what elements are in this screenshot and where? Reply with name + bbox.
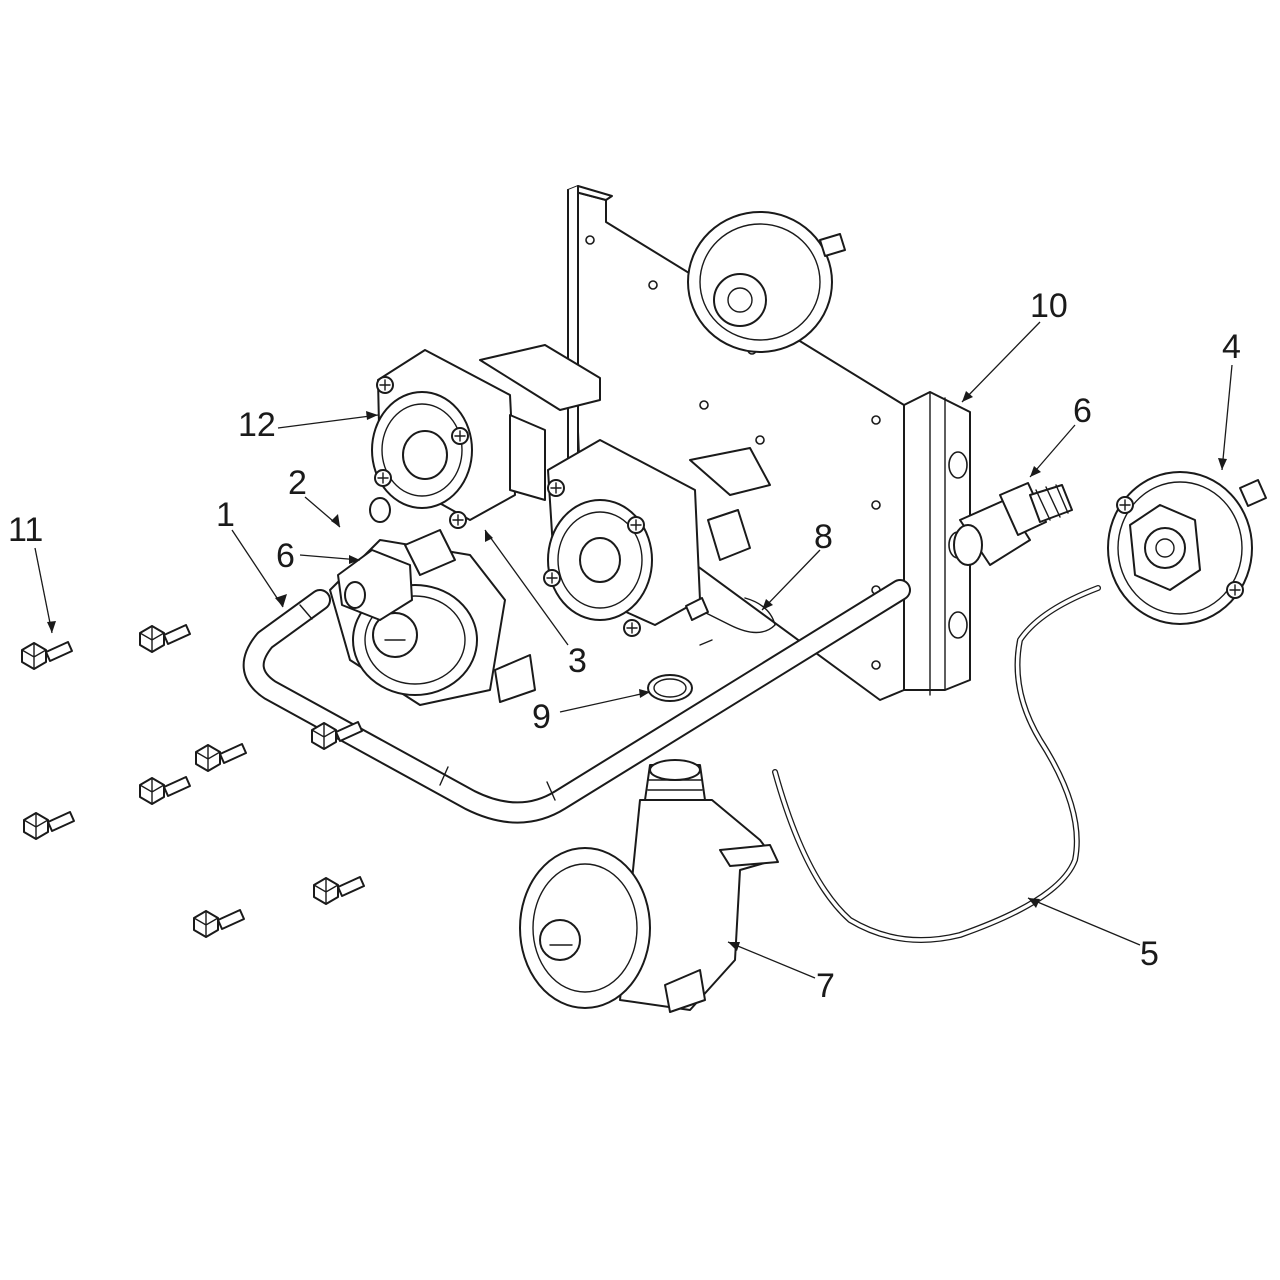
callout-10: 10 [1030, 287, 1068, 325]
callout-1: 1 [216, 496, 235, 534]
o-ring [647, 674, 693, 702]
callout-8: 8 [814, 518, 833, 556]
upper-valve [369, 344, 601, 529]
tube-loop [242, 579, 911, 824]
loose-bolts [21, 624, 365, 938]
flexible-hose [772, 585, 1101, 943]
bolt-6 [23, 811, 75, 840]
callout-3: 3 [568, 642, 587, 680]
bolt-5 [139, 776, 191, 805]
callout-11: 11 [8, 511, 43, 549]
loose-filter [1107, 471, 1267, 625]
outlet-fitting [953, 482, 1073, 566]
rear-filter [687, 211, 846, 353]
bolt-2 [139, 624, 191, 653]
lower-right-valve [543, 439, 771, 637]
bolt-1 [21, 641, 73, 670]
callout-6-left: 6 [276, 537, 295, 575]
leader-lines [34, 321, 1233, 979]
callouts: 1 2 3 4 5 6 6 7 8 9 10 11 12 [8, 287, 1241, 1005]
callout-2: 2 [288, 464, 307, 502]
callout-9: 9 [532, 698, 551, 736]
bolt-7 [313, 876, 365, 905]
bolt-4 [195, 743, 247, 772]
sensor-wire [685, 597, 776, 646]
callout-4: 4 [1222, 328, 1241, 366]
callout-12: 12 [238, 406, 276, 444]
callout-7: 7 [816, 967, 835, 1005]
callout-5: 5 [1140, 935, 1159, 973]
bolt-8 [193, 909, 245, 938]
regulator-body [329, 529, 536, 706]
callout-6-right: 6 [1073, 392, 1092, 430]
separate-valve-body [519, 759, 779, 1013]
